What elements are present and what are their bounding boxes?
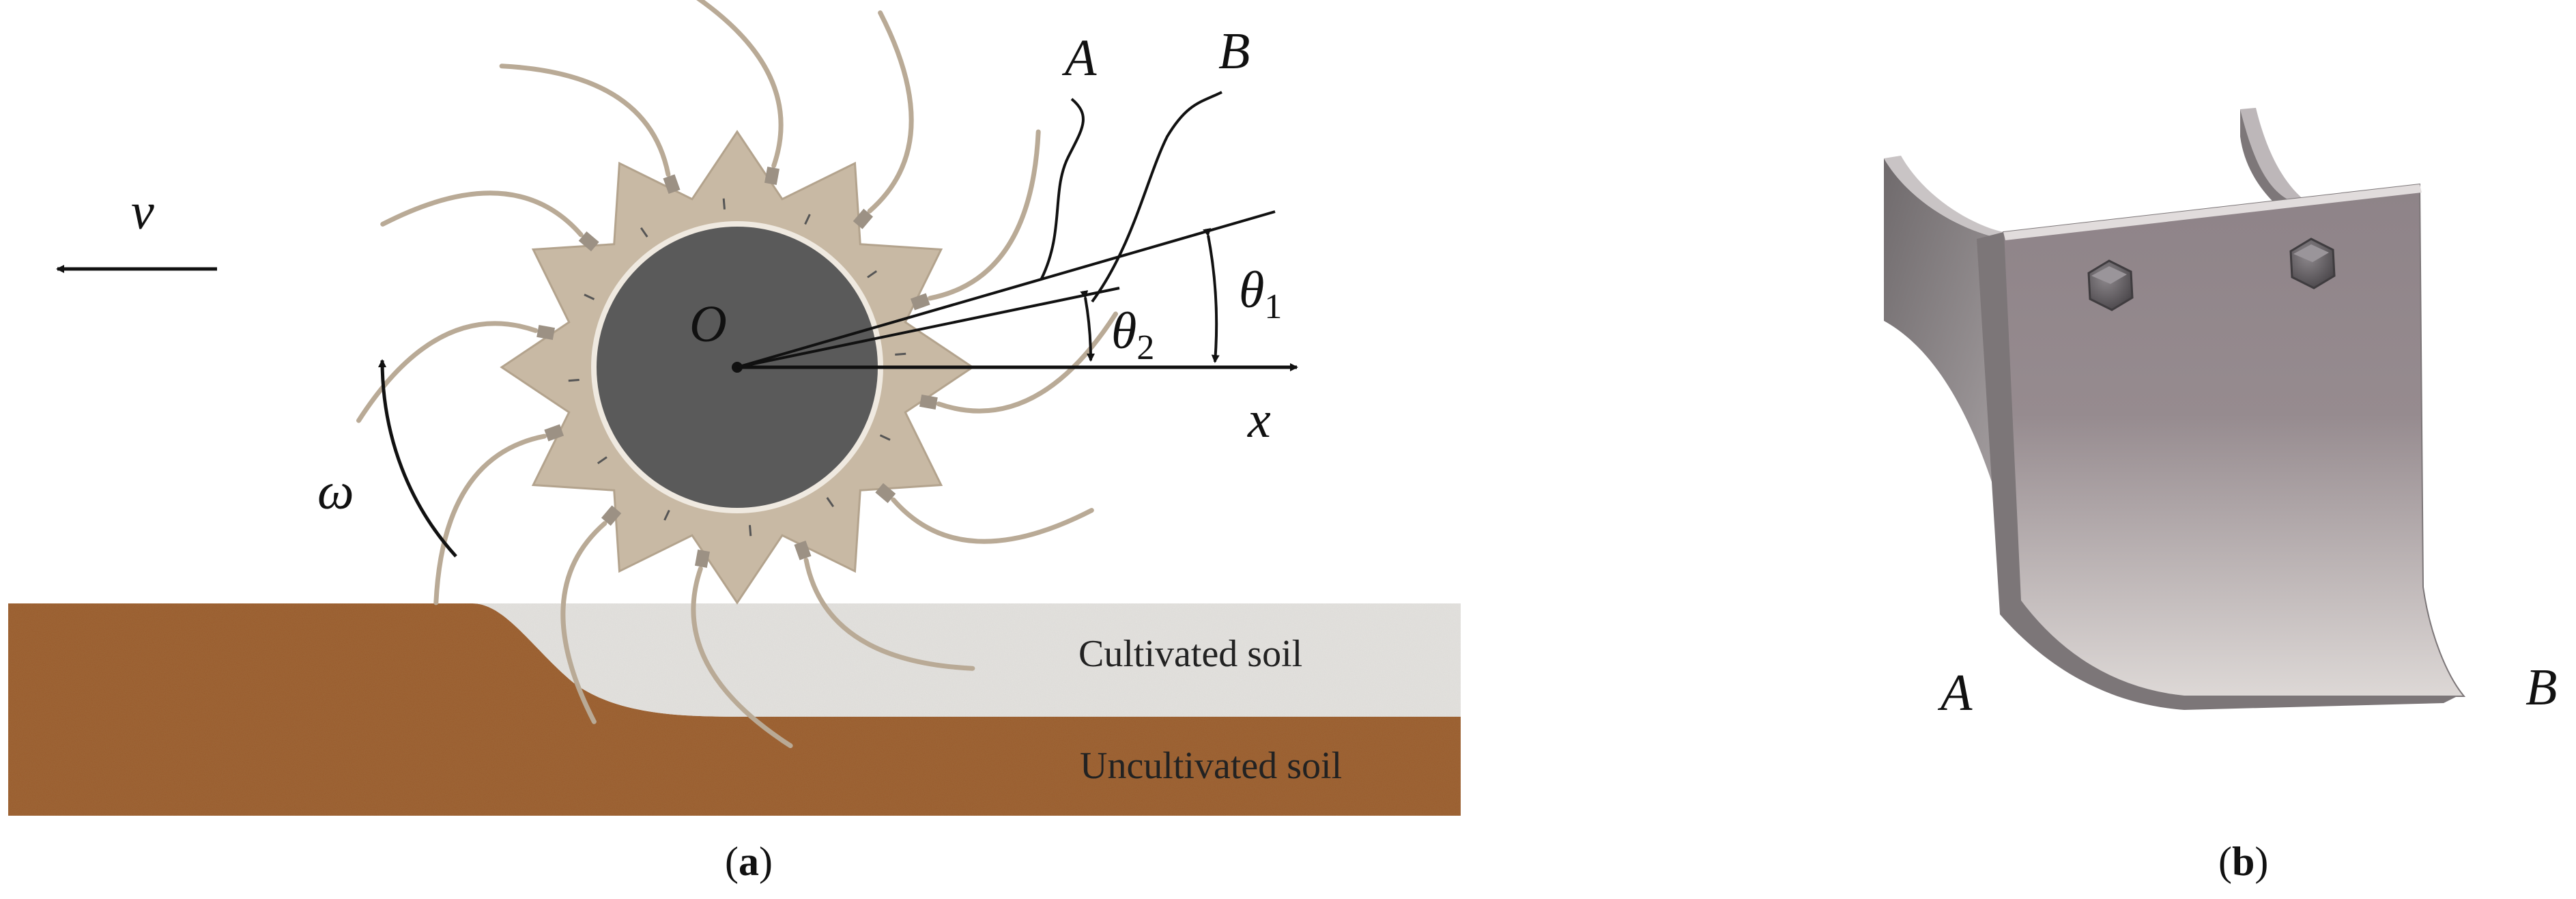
rotor-tick [584,294,595,300]
angular-velocity-arrow [378,359,457,558]
blade-mounting-blocks [536,167,938,568]
bolt-right-icon [2289,238,2336,289]
theta2-label: θ2 [1111,302,1154,367]
theta1-arc [1203,228,1220,363]
blade-mount-block [910,293,930,311]
rotor-blade [867,10,914,214]
center-label: O [689,296,727,353]
edge-a-reference-line [736,210,1276,369]
rotor-blades [356,0,1118,748]
rotor-tick [826,497,835,508]
blade-edge-b-label: B [2525,659,2557,716]
blade-mount-block [663,174,681,195]
blade-mount-block [919,394,938,410]
blade-mount-block [536,324,556,341]
panel-a: v ω O x A B θ1 θ2 Cultivated soil Uncult… [8,0,1461,884]
rotor-tick [640,227,648,238]
cultivated-soil-label: Cultivated soil [1078,633,1302,675]
blade-mount-block [853,208,874,229]
edge-b-label: B [1218,23,1250,80]
rotor-blade [803,558,975,671]
uncultivated-soil-region [8,603,1461,816]
rotor-tick [663,509,670,521]
blade-mount-block [794,540,812,560]
blade-mount-block [875,483,896,504]
rotor-blade [433,433,547,605]
blade-right-wing [2240,108,2307,202]
rotor-blade [560,521,607,724]
blade-mount-block [578,231,599,252]
rotor-blade [691,566,793,748]
rotor-blade [356,321,539,423]
edge-b-leader-curve [1091,91,1222,303]
rotor-tick [568,379,579,382]
rotor-tick [867,270,878,279]
rotor-blade [380,190,584,238]
theta2-arc [1080,290,1096,362]
panel-b: A B (b) [1884,108,2557,884]
blade-main-face [2002,183,2466,697]
rotor-tick-marks [568,198,906,537]
edge-a-label: A [1061,29,1097,87]
edge-a-leader-curve [1040,98,1085,281]
panel-a-caption: (a) [725,839,773,884]
panel-b-caption: (b) [2218,839,2268,884]
blade-mount-block [764,167,780,186]
blade-3d-render [1884,108,2466,710]
rotary-tiller-rotor [356,0,1118,748]
theta1-label: θ1 [1239,261,1282,326]
rotor-blade [499,63,671,177]
blade-mount-block [694,549,711,568]
x-axis-label: x [1247,391,1271,448]
rotor-blade [891,497,1094,544]
rotor-tick [804,214,811,225]
uncultivated-soil-label: Uncultivated soil [1080,745,1342,787]
rotor-tick [749,525,752,537]
blade-mount-block [601,505,622,526]
rotor-blade [928,129,1041,301]
cultivated-soil-region [472,603,1461,717]
rotor-tick [597,456,607,465]
omega-label: ω [317,463,354,520]
rotor-tick [879,434,891,441]
blade-left-wing [1884,158,2003,519]
velocity-label: v [131,183,154,240]
rotor-blade [696,0,784,169]
blade-edge-a-label: A [1937,664,1973,722]
edge-b-reference-line [736,287,1120,369]
blade-mount-block [544,424,564,442]
bolt-left-icon [2087,259,2134,311]
